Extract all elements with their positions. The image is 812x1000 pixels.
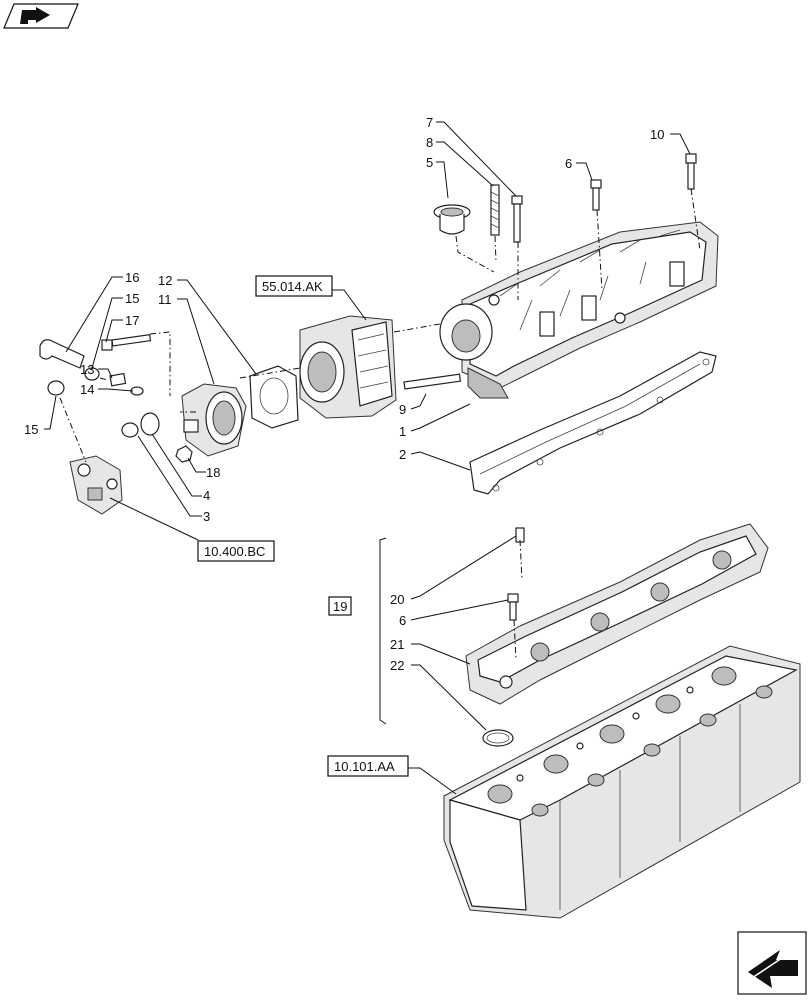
oring-4 — [140, 412, 160, 436]
callout-9: 9 — [399, 402, 406, 417]
bolt-17 — [101, 334, 152, 351]
reference-10-101-AA[interactable]: 10.101.AA — [327, 755, 409, 777]
hose-16 — [39, 339, 85, 369]
callout-11: 11 — [158, 292, 172, 307]
group-bracket — [379, 537, 387, 725]
book-arrow-icon[interactable] — [3, 3, 79, 29]
callout-18: 18 — [206, 465, 220, 480]
bolt-6-lower — [507, 593, 519, 621]
callout-8: 8 — [426, 135, 433, 150]
bolt-6-top — [590, 179, 602, 211]
callout-6-top: 6 — [565, 156, 572, 171]
reference-label: 10.101.AA — [334, 759, 395, 774]
intake-manifold — [439, 221, 719, 399]
callout-5: 5 — [426, 155, 433, 170]
callout-15-top: 15 — [125, 291, 139, 306]
reference-label: 55.014.AK — [262, 279, 323, 294]
callout-7: 7 — [426, 115, 433, 130]
reference-55-014-AK[interactable]: 55.014.AK — [255, 275, 333, 297]
gasket-12 — [249, 365, 299, 429]
oring-22 — [482, 729, 514, 747]
throttle-body — [299, 315, 397, 419]
plug-3 — [121, 422, 139, 438]
manifold-gasket — [469, 351, 717, 495]
callout-20: 20 — [390, 592, 404, 607]
leader-lines — [44, 121, 691, 795]
fitting-13 — [109, 372, 127, 387]
sleeve-5 — [433, 204, 471, 235]
stud-9 — [403, 373, 462, 390]
callout-10: 10 — [650, 127, 664, 142]
callout-22: 22 — [390, 658, 404, 673]
callout-2: 2 — [399, 447, 406, 462]
bolt-20 — [515, 527, 525, 543]
bolt-7 — [511, 195, 523, 243]
callout-13: 13 — [80, 362, 94, 377]
callout-14: 14 — [80, 382, 94, 397]
callout-19: 19 — [333, 599, 347, 614]
reference-10-400-BC[interactable]: 10.400.BC — [197, 540, 275, 562]
cylinder-head — [443, 645, 801, 919]
bolt-10 — [685, 153, 697, 190]
callout-4: 4 — [203, 488, 210, 503]
callout-12: 12 — [158, 273, 172, 288]
callout-19-box: 19 — [328, 596, 352, 616]
stud-bolt-8 — [490, 184, 500, 236]
callout-16: 16 — [125, 270, 139, 285]
callout-3: 3 — [203, 509, 210, 524]
sensor-10-400 — [69, 455, 123, 515]
callout-15-left: 15 — [24, 422, 38, 437]
nut-18 — [175, 445, 193, 463]
assembly-lines — [59, 188, 701, 661]
reference-label: 10.400.BC — [204, 544, 265, 559]
elbow-housing — [181, 383, 247, 457]
callout-21: 21 — [390, 637, 404, 652]
callout-1: 1 — [399, 424, 406, 439]
next-page-arrow-icon[interactable] — [737, 931, 807, 995]
cap-15 — [47, 367, 100, 396]
callout-17: 17 — [125, 313, 139, 328]
lower-manifold — [465, 523, 769, 705]
callout-6-lower: 6 — [399, 613, 406, 628]
